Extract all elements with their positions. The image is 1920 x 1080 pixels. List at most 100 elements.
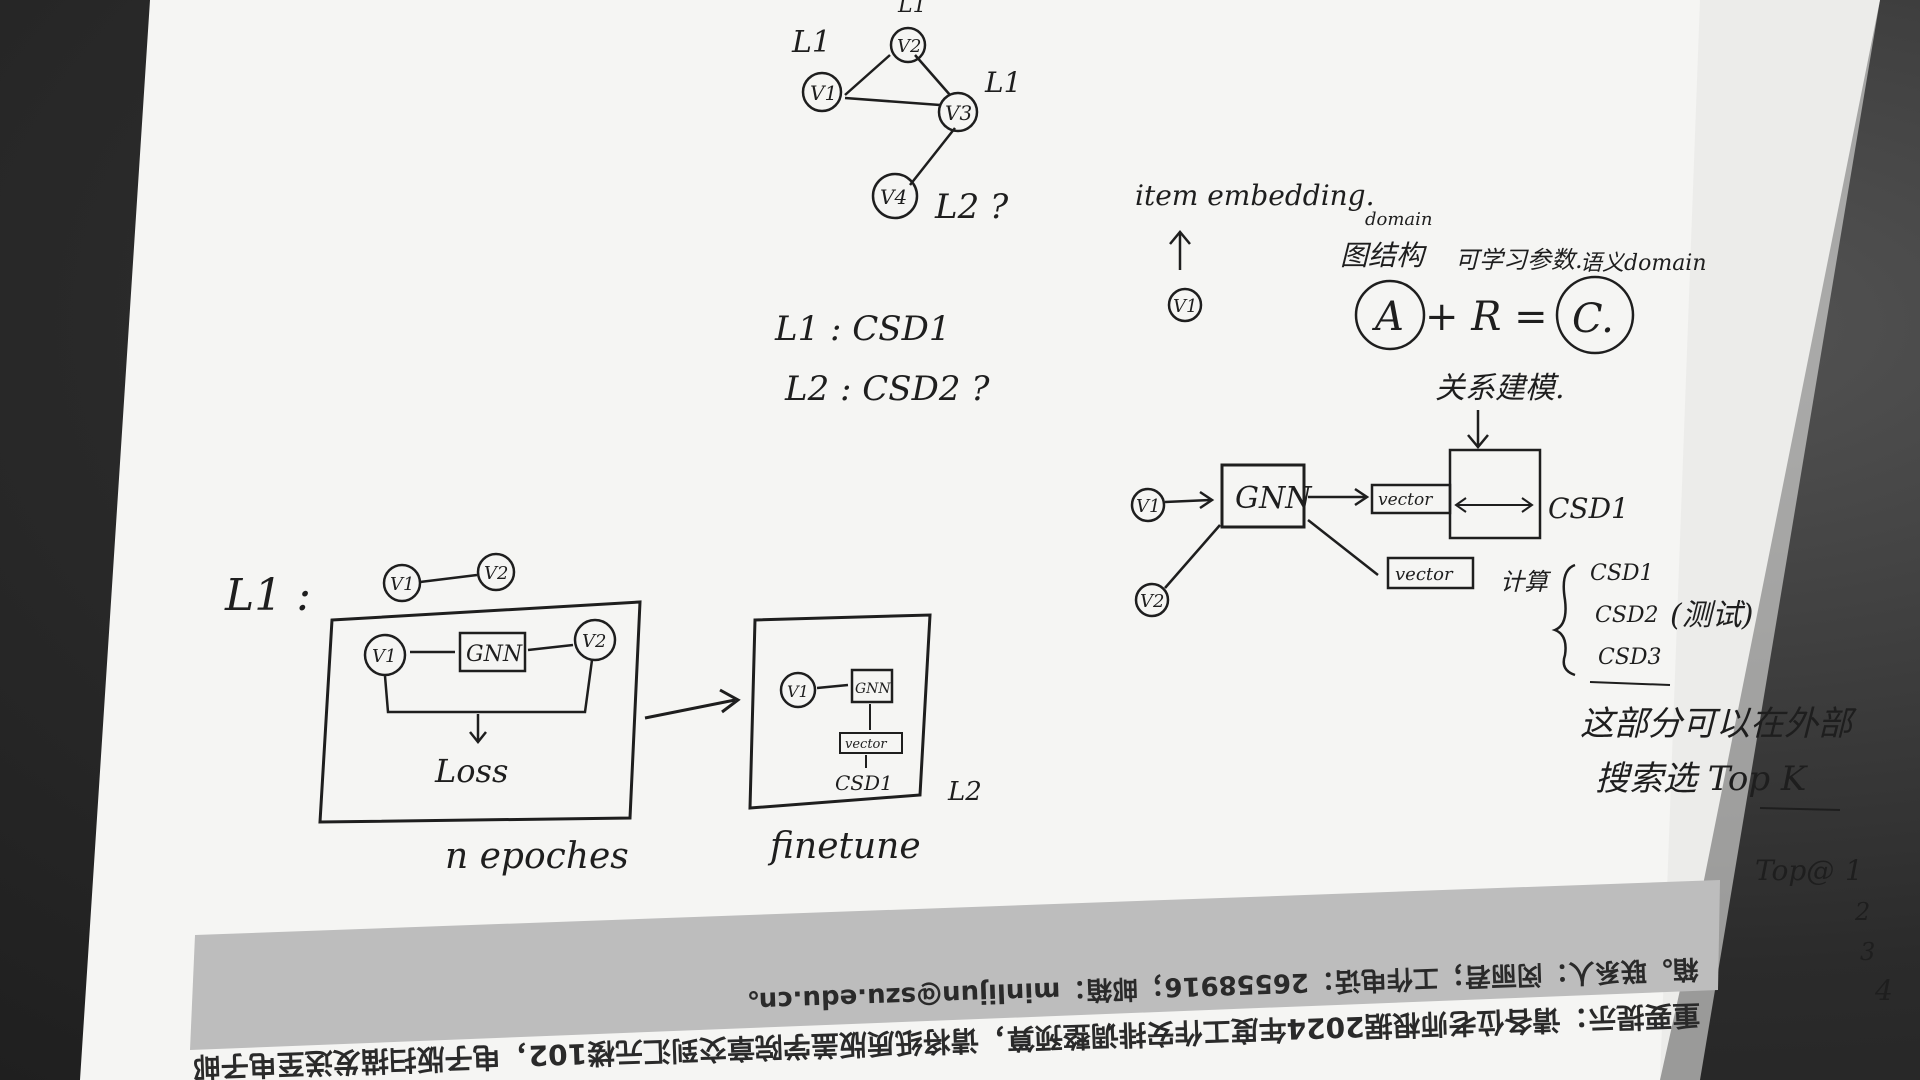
external-search-note: 这部分可以在外部 — [1580, 704, 1857, 744]
node-circle-v1 — [801, 71, 843, 113]
edge-v1-v2 — [844, 54, 891, 96]
gnn-label: GNN — [1235, 481, 1313, 516]
paper-shade — [1660, 0, 1880, 1080]
ft-gnn-label: GNN — [855, 681, 891, 697]
finetune-box — [748, 613, 932, 810]
vector-top-label: vector — [1378, 490, 1433, 510]
csd-underline — [1589, 681, 1671, 686]
vector-bottom-box — [1386, 556, 1475, 590]
gnn-to-vector-bottom-arrow — [1307, 519, 1379, 576]
train-top-node-circle-v1 — [382, 563, 422, 603]
item-embedding-text: item embedding. — [1135, 179, 1375, 212]
node-circle-v2 — [889, 26, 927, 64]
edge-v1-v3 — [844, 96, 941, 107]
graph-label-l1-left: L1 — [791, 25, 831, 60]
train-top-edge — [419, 573, 478, 584]
training-outer-box — [318, 600, 642, 824]
gnn-box — [1220, 463, 1306, 529]
top-at-label: Top@ — [1755, 854, 1834, 887]
relation-right-head — [1521, 497, 1534, 513]
pipeline-arrowhead-v1-gnn — [1199, 490, 1215, 510]
train-to-finetune-arrowhead — [719, 688, 741, 714]
relation-arrow-head — [1467, 434, 1489, 449]
gnn-to-vector-top-head — [1354, 487, 1370, 507]
pipeline-arrow-v2-gnn — [1164, 524, 1221, 589]
graph-label-l2: L2 ? — [934, 187, 1009, 227]
csd-item-3: CSD3 — [1598, 645, 1662, 670]
printed-notice-band: 重要提示：请各位老师根据2024年度工作安排调整预算，请将纸质版盖学院章交到汇元… — [190, 880, 1720, 1080]
pipeline-arrow-v1-gnn — [1164, 498, 1211, 504]
training-l1-label: L1 : — [224, 570, 311, 621]
pipeline-node-label-v2: V2 — [1140, 591, 1164, 612]
ft-l2-label: L2 — [947, 777, 982, 807]
test-note: (测试) — [1670, 598, 1753, 633]
circle-c — [1555, 275, 1635, 355]
vector-bottom-label: vector — [1395, 564, 1454, 585]
ft-node-label-v1: V1 — [787, 682, 809, 701]
train-top-node-label-v1: V1 — [390, 574, 414, 595]
eq-plus-r-text: + R = — [1425, 294, 1548, 340]
top-list-1: 1 — [1845, 854, 1863, 887]
train-node-label-v1: V1 — [372, 646, 396, 667]
eq-c-text: C. — [1572, 296, 1614, 342]
csd-item-2: CSD2 — [1595, 603, 1659, 628]
equation-l1-csd1: L1 : CSD1 — [774, 309, 950, 349]
train-gnn-label: GNN — [466, 642, 523, 667]
node-circle-v4 — [871, 172, 919, 220]
n-epochs-label: n epoches — [445, 836, 629, 877]
node-label-v3: V3 — [945, 101, 972, 125]
notice-band-background — [190, 880, 1720, 1050]
train-loss-bracket — [383, 659, 594, 714]
ft-gnn-box — [850, 668, 894, 704]
ft-csd-label: CSD1 — [835, 771, 893, 795]
top-graph: V1 V2 V3 V4 L1 L1 L1 L2 ? — [791, 0, 1021, 227]
node-label-v1: V1 — [810, 81, 837, 105]
relation-left-head — [1454, 497, 1467, 513]
train-top-node-label-v2: V2 — [484, 563, 508, 584]
csd-brace — [1551, 563, 1576, 677]
equation-l2-csd2: L2 : CSD2 ? — [784, 369, 990, 409]
learnable-params-label: 可学习参数. — [1455, 246, 1583, 274]
pipeline-node-circle-v2 — [1134, 582, 1170, 618]
csd-item-1: CSD1 — [1590, 561, 1654, 586]
embedding-arrow-head — [1169, 230, 1191, 245]
ft-vector-label: vector — [845, 737, 887, 752]
finetune-label: finetune — [767, 826, 921, 867]
relation-modeling-label: 关系建模. — [1435, 371, 1565, 406]
ft-node-circle-v1 — [779, 671, 817, 709]
graph-label-l1-top: L1 — [897, 0, 927, 18]
relation-box — [1448, 448, 1542, 540]
top-k-underline — [1759, 807, 1841, 811]
semantic-domain-label: 语义domain — [1580, 251, 1707, 276]
graph-label-l1-right: L1 — [984, 66, 1021, 99]
edge-v2-v3 — [914, 54, 951, 96]
top-list-3: 3 — [1860, 938, 1875, 966]
compute-label: 计算 — [1500, 568, 1552, 596]
semantic-node-circle-v1 — [1167, 287, 1203, 323]
train-node-circle-v1 — [363, 633, 407, 677]
ft-arrow-v1-gnn — [816, 683, 849, 690]
eq-a-text: A — [1371, 294, 1404, 340]
semantic-node-label-v1: V1 — [1173, 296, 1197, 317]
top-list-2: 2 — [1854, 898, 1870, 926]
paper-surface — [80, 0, 1880, 1080]
csd1-result-label: CSD1 — [1548, 492, 1629, 525]
top-k-select-note: 搜索选 Top K — [1595, 759, 1809, 799]
train-node-label-v2: V2 — [582, 631, 606, 652]
train-gnn-box — [458, 631, 527, 673]
top-list-4: 4 — [1874, 974, 1893, 1007]
train-loss-arrowhead — [469, 731, 487, 745]
train-edge-gnn-v2 — [527, 643, 574, 652]
node-label-v4: V4 — [880, 185, 907, 209]
equations: L1 : CSD1 L2 : CSD2 ? — [774, 309, 990, 409]
pipeline-diagram: V1 V2 GNN vector CSD1 vector 计算 CSD1 CSD… — [1130, 448, 1893, 1007]
pipeline-node-label-v1: V1 — [1136, 496, 1160, 517]
train-loss-label: Loss — [434, 752, 508, 790]
train-top-node-circle-v2 — [476, 552, 516, 592]
edge-v3-v4 — [909, 127, 956, 186]
ft-vector-box — [839, 732, 903, 754]
node-label-v2: V2 — [897, 36, 921, 57]
pipeline-node-circle-v1 — [1130, 487, 1166, 523]
node-circle-v3 — [937, 91, 979, 133]
